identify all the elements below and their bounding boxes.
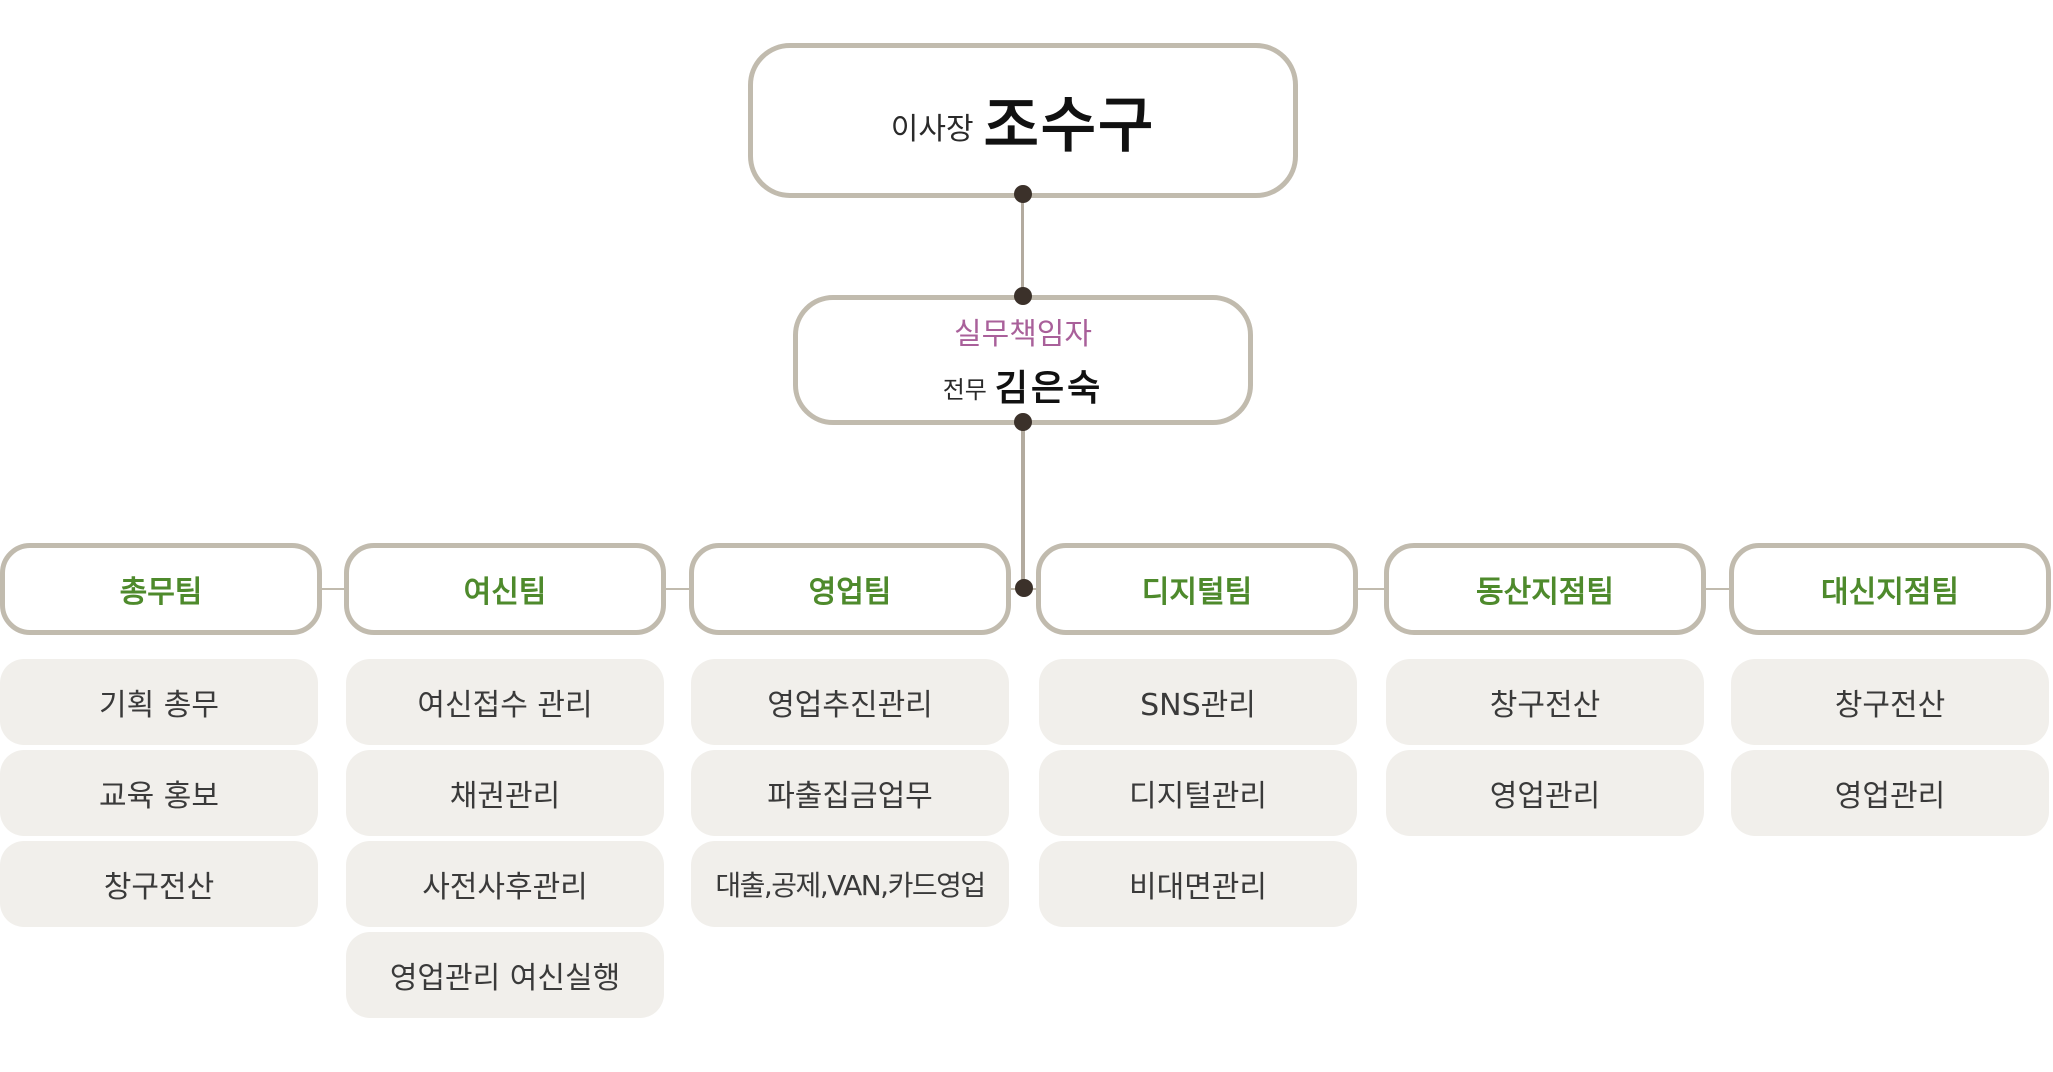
team-daeshin-branch: 대신지점팀: [1729, 543, 2051, 635]
duty-item: 여신접수 관리: [346, 659, 664, 745]
connector-dot: [1014, 413, 1032, 431]
executive-name: 김은숙: [994, 368, 1104, 409]
chairman-name: 조수구: [983, 91, 1156, 161]
connector-dot: [1014, 185, 1032, 203]
duty-item: 영업관리: [1386, 750, 1704, 836]
duty-item: SNS관리: [1039, 659, 1357, 745]
duty-item: 기획 총무: [0, 659, 318, 745]
connector-chair-executive: [1021, 196, 1024, 296]
duty-item: 비대면관리: [1039, 841, 1357, 927]
duty-item: 채권관리: [346, 750, 664, 836]
team-dongsan-branch: 동산지점팀: [1384, 543, 1706, 635]
duty-item: 영업추진관리: [691, 659, 1009, 745]
duty-item: 디지털관리: [1039, 750, 1357, 836]
connector-executive-teams: [1021, 422, 1025, 589]
team-credit: 여신팀: [344, 543, 666, 635]
duty-item: 영업관리 여신실행: [346, 932, 664, 1018]
executive-role: 전무: [942, 375, 987, 404]
connector-dot: [1014, 287, 1032, 305]
duty-item: 영업관리: [1731, 750, 2049, 836]
chairman-role: 이사장: [890, 111, 974, 147]
duty-item: 파출집금업무: [691, 750, 1009, 836]
executive-title: 실무책임자: [954, 317, 1092, 352]
connector-dot: [1015, 579, 1033, 597]
duty-item: 사전사후관리: [346, 841, 664, 927]
team-digital: 디지털팀: [1036, 543, 1358, 635]
duty-item: 창구전산: [0, 841, 318, 927]
duty-item: 창구전산: [1731, 659, 2049, 745]
duty-item: 대출,공제,VAN,카드영업: [691, 841, 1009, 927]
team-general-affairs: 총무팀: [0, 543, 322, 635]
duty-item: 교육 홍보: [0, 750, 318, 836]
duty-item: 창구전산: [1386, 659, 1704, 745]
team-sales: 영업팀: [689, 543, 1011, 635]
chairman-node: 이사장 조수구: [748, 43, 1298, 198]
executive-node: 실무책임자 전무 김은숙: [793, 295, 1253, 425]
